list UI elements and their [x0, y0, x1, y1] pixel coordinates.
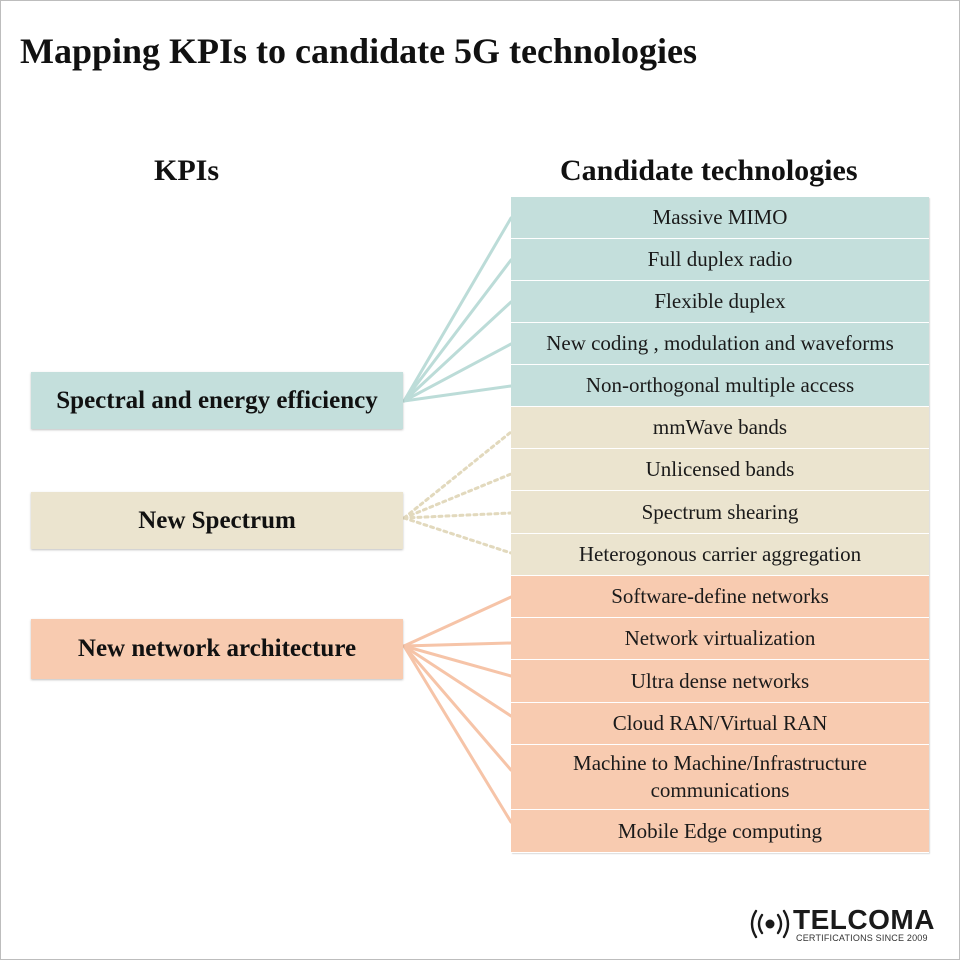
- connector-kpi1-new-coding: [402, 342, 513, 403]
- tech-heterogonous-carrier-aggregation: Heterogonous carrier aggregation: [511, 534, 929, 576]
- tech-cloud-ran: Cloud RAN/Virtual RAN: [511, 703, 929, 745]
- tech-unlicensed-bands: Unlicensed bands: [511, 449, 929, 491]
- tech-mmwave-bands: mmWave bands: [511, 407, 929, 449]
- tech-machine-to-machine: Machine to Machine/Infrastructure commun…: [511, 745, 929, 810]
- tech-network-virtualization: Network virtualization: [511, 618, 929, 660]
- connector-kpi1-flexible-duplex: [402, 300, 513, 403]
- connector-kpi3-m2m: [402, 644, 513, 772]
- kpi-new-spectrum: New Spectrum: [31, 492, 403, 549]
- kpi-spectral-energy-efficiency: Spectral and energy efficiency: [31, 372, 403, 429]
- tech-mobile-edge-computing: Mobile Edge computing: [511, 810, 929, 853]
- connector-kpi2-unlicensed: [402, 472, 513, 520]
- tech-ultra-dense-networks: Ultra dense networks: [511, 660, 929, 703]
- connector-kpi3-ultra-dense: [402, 644, 513, 678]
- connector-kpi3-cloud-ran: [402, 644, 513, 718]
- tech-flexible-duplex: Flexible duplex: [511, 281, 929, 323]
- connector-kpi2-spectrum-shearing: [402, 511, 513, 520]
- tech-software-define-networks: Software-define networks: [511, 576, 929, 618]
- connector-kpi3-mec: [402, 644, 513, 824]
- tech-spectrum-shearing: Spectrum shearing: [511, 491, 929, 534]
- connector-kpi1-full-duplex: [402, 258, 513, 403]
- connector-kpi2-mmwave: [402, 430, 513, 520]
- kpi-new-network-architecture: New network architecture: [31, 619, 403, 679]
- tech-massive-mimo: Massive MIMO: [511, 197, 929, 239]
- connector-kpi1-noma: [402, 384, 513, 403]
- connector-kpi1-massive-mimo: [402, 216, 513, 403]
- logo-tagline: CERTIFICATIONS SINCE 2009: [796, 933, 928, 943]
- tech-full-duplex-radio: Full duplex radio: [511, 239, 929, 281]
- connector-kpi2-carrier-aggregation: [402, 516, 513, 555]
- connector-kpi3-virtualization: [402, 641, 513, 648]
- logo-brand: TELCOMA: [793, 904, 935, 935]
- page-title: Mapping KPIs to candidate 5G technologie…: [20, 31, 698, 71]
- telcoma-logo: TELCOMA CERTIFICATIONS SINCE 2009: [748, 904, 938, 944]
- connector-kpi3-sdn: [402, 595, 513, 648]
- tech-new-coding-modulation-waveforms: New coding , modulation and waveforms: [511, 323, 929, 365]
- kpis-header: KPIs: [154, 154, 220, 187]
- tech-non-orthogonal-multiple-access: Non-orthogonal multiple access: [511, 365, 929, 407]
- signal-waves-icon: [750, 909, 790, 939]
- technologies-header: Candidate technologies: [560, 154, 858, 187]
